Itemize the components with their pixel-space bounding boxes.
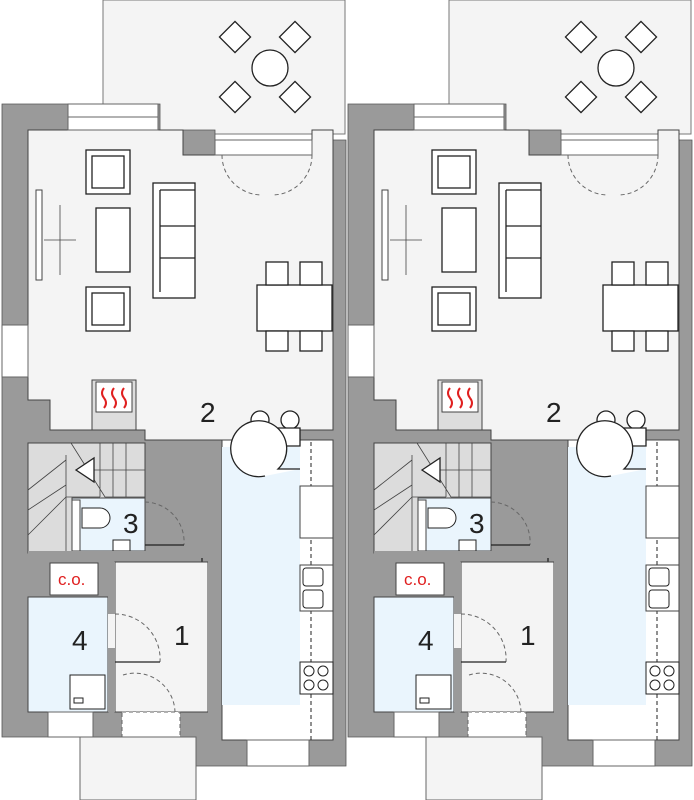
cooktop-icon <box>299 661 334 695</box>
bottom-window <box>393 711 440 738</box>
entrance-step <box>79 736 197 800</box>
terrace-door <box>214 139 313 156</box>
heating-icon <box>101 387 127 409</box>
entrance-hall-floor <box>114 561 209 713</box>
unit-2: 2 3 4 1 c.o. <box>347 0 693 800</box>
room-number-3: 3 <box>469 508 485 539</box>
room-number-1: 1 <box>174 620 190 651</box>
boiler-icon <box>69 674 106 710</box>
terrace-table-set <box>218 20 312 114</box>
unit-1: 2 3 4 1 c.o. <box>1 0 347 800</box>
toilet-icon <box>427 507 457 529</box>
side-window <box>347 324 375 378</box>
entrance-door <box>467 711 527 738</box>
co-label: c.o. <box>404 570 431 589</box>
entrance-door <box>121 711 181 738</box>
toilet-icon <box>81 507 111 529</box>
terrace-table-set <box>564 20 658 114</box>
washbasin-icon <box>458 539 477 552</box>
washbasin-icon <box>112 539 131 552</box>
fireplace <box>437 379 483 431</box>
room-number-2: 2 <box>200 397 216 428</box>
co-box <box>395 562 445 596</box>
boiler-icon <box>415 674 452 710</box>
room-number-4: 4 <box>72 625 88 656</box>
co-box <box>49 562 99 596</box>
room-number-3: 3 <box>123 508 139 539</box>
cooktop-icon <box>645 661 680 695</box>
fireplace <box>91 379 137 431</box>
bottom-window <box>47 711 94 738</box>
terrace-door <box>560 139 659 156</box>
stair-arrow-icon <box>420 456 441 484</box>
living-furniture <box>85 149 333 352</box>
bar-counter <box>230 410 301 478</box>
room-number-1: 1 <box>520 620 536 651</box>
side-window <box>1 324 29 378</box>
living-furniture <box>431 149 679 352</box>
room-number-2: 2 <box>546 397 562 428</box>
heating-icon <box>447 387 473 409</box>
entrance-step <box>425 736 543 800</box>
kitchen-window <box>592 739 656 767</box>
stair-arrow-icon <box>74 456 95 484</box>
entrance-hall-floor <box>460 561 555 713</box>
co-label: c.o. <box>58 570 85 589</box>
kitchen-window <box>246 739 310 767</box>
bar-counter <box>576 410 647 478</box>
room-number-4: 4 <box>418 625 434 656</box>
